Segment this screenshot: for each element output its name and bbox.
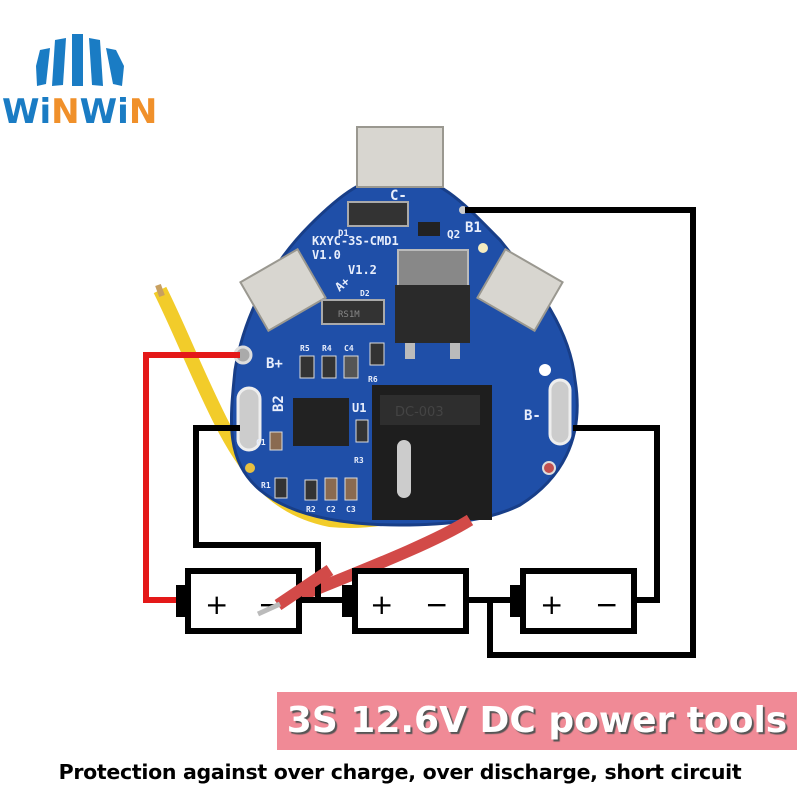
b2-pad <box>236 386 262 452</box>
svg-text:C3: C3 <box>346 505 356 514</box>
svg-text:R5: R5 <box>300 344 310 353</box>
svg-text:C2: C2 <box>326 505 336 514</box>
svg-text:C4: C4 <box>344 344 354 353</box>
svg-text:B2: B2 <box>271 395 287 412</box>
svg-text:+: + <box>205 588 228 621</box>
svg-text:R4: R4 <box>322 344 332 353</box>
b-minus-pad <box>548 378 572 446</box>
logo-arches-icon <box>36 34 124 86</box>
svg-text:V1.2: V1.2 <box>348 263 377 277</box>
svg-text:Q2: Q2 <box>447 228 460 241</box>
brand-name: WiNWiN <box>2 92 158 132</box>
protection-caption: Protection against over charge, over dis… <box>58 760 742 784</box>
svg-text:C1: C1 <box>256 438 266 447</box>
transistor-q2 <box>418 222 440 236</box>
svg-text:D2: D2 <box>360 289 370 298</box>
battery-1: + − <box>176 568 302 634</box>
battery-2: + − <box>342 568 469 634</box>
svg-text:−: − <box>425 588 448 621</box>
svg-text:+: + <box>370 588 393 621</box>
diode-d2 <box>321 299 385 325</box>
mosfet <box>395 285 470 343</box>
a-plus-tab <box>239 247 327 333</box>
svg-text:−: − <box>595 588 618 621</box>
diode-d1 <box>347 201 409 227</box>
ic-u1 <box>293 398 349 446</box>
label-c-minus: C- <box>390 188 407 204</box>
svg-text:+: + <box>540 588 563 621</box>
brand-logo: WiNWiN <box>0 0 170 140</box>
svg-text:DC-003: DC-003 <box>395 405 444 420</box>
right-tab <box>476 247 564 333</box>
board-model: KXYC-3S-CMD1 <box>312 234 399 248</box>
svg-text:B+: B+ <box>266 356 283 372</box>
svg-text:U1: U1 <box>352 401 366 415</box>
spec-banner <box>277 692 797 750</box>
svg-text:B-: B- <box>524 408 541 424</box>
svg-text:R6: R6 <box>368 375 378 384</box>
c-minus-tab <box>356 126 444 188</box>
battery-3: + − <box>510 568 637 634</box>
svg-text:R1: R1 <box>261 481 271 490</box>
svg-text:V1.0: V1.0 <box>312 248 341 262</box>
svg-text:B1: B1 <box>465 220 482 236</box>
red-wire-b-plus <box>143 352 240 603</box>
svg-text:D1: D1 <box>338 229 349 239</box>
svg-text:R2: R2 <box>306 505 316 514</box>
svg-text:R3: R3 <box>354 456 364 465</box>
bms-board-illustration: C- D1 Q2 B1 KXYC-3S-CMD1 V1.0 V1.2 A+ D2… <box>143 126 696 658</box>
spec-banner-text: 3S 12.6V DC power tools <box>286 700 788 741</box>
svg-text:RS1M: RS1M <box>338 310 360 320</box>
